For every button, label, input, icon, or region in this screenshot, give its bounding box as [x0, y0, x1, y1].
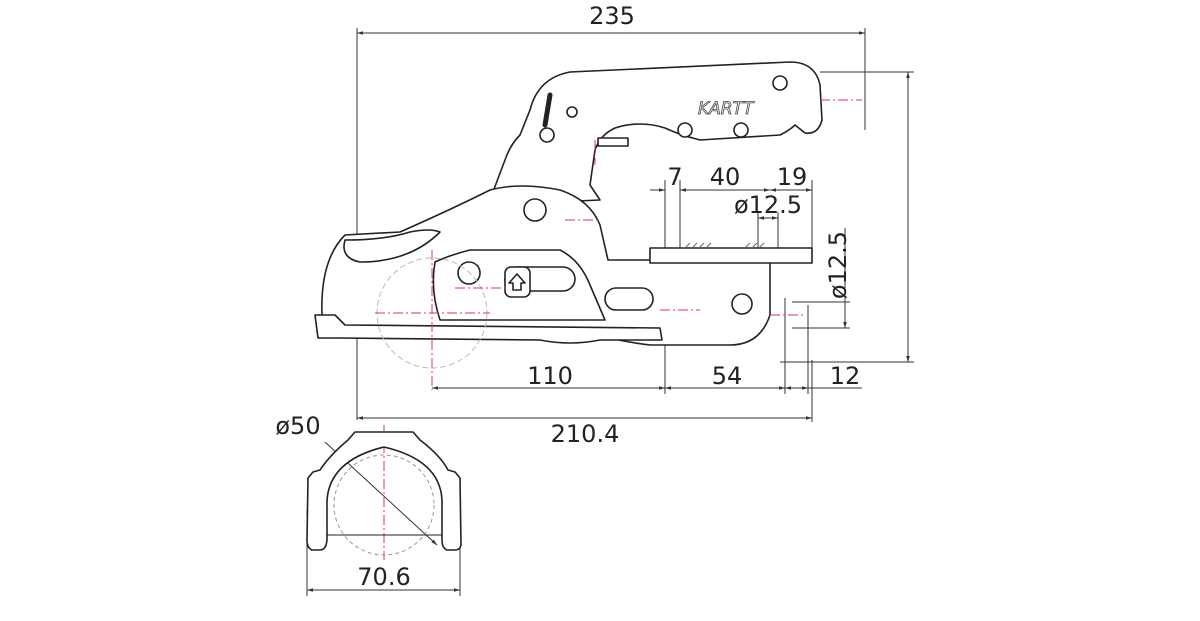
dim-40: 40 — [710, 163, 741, 191]
dim-54: 54 — [712, 362, 743, 390]
dim-110: 110 — [527, 362, 573, 390]
coupling-body — [314, 185, 813, 369]
dim-70-6: 70.6 — [357, 563, 410, 591]
dim-210-4: 210.4 — [551, 420, 620, 448]
dim-19: 19 — [777, 163, 808, 191]
dim-7: 7 — [667, 163, 682, 191]
cross-section — [306, 431, 462, 556]
lever-handle: KARTT — [487, 61, 823, 206]
dim-pin-diameter-top: ø12.5 — [734, 191, 802, 219]
dim-pin-diameter-side: ø12.5 — [824, 231, 852, 299]
dim-235: 235 — [589, 2, 635, 30]
dim-ball-diameter: ø50 — [275, 412, 320, 440]
pin-hatching — [684, 242, 765, 249]
dim-12: 12 — [830, 362, 861, 390]
karti-logo: KARTT — [698, 99, 755, 119]
dimension-labels: 235 7 40 19 ø12.5 ø12.5 110 54 12 210.4 … — [275, 2, 860, 591]
